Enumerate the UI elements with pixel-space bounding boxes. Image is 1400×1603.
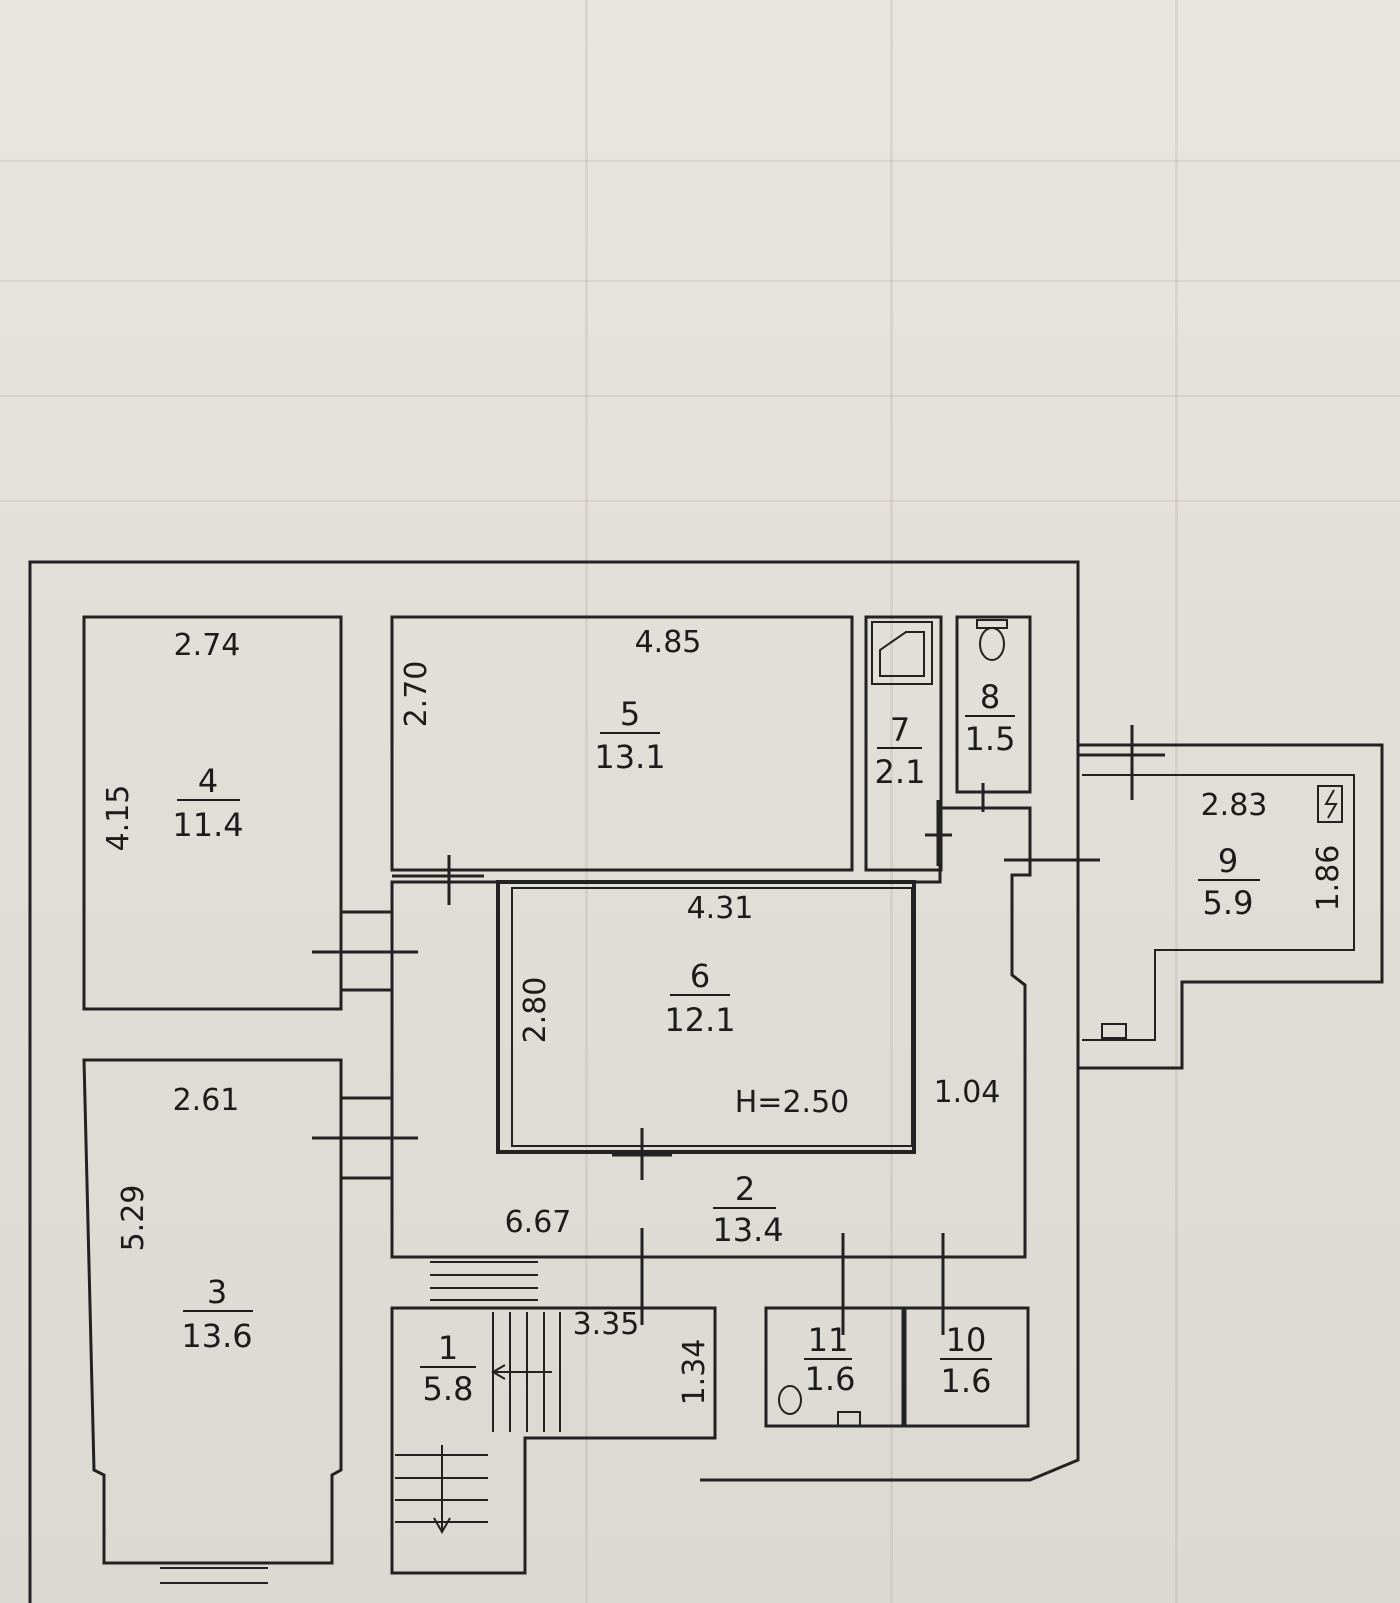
annex-inner-wall — [1082, 774, 1355, 1041]
room-10-outline — [903, 1306, 1030, 1428]
electric-panel — [1317, 785, 1343, 823]
room-3-width-dim: 2.61 — [173, 1083, 240, 1118]
form-grid-line — [1175, 0, 1178, 1603]
room-11-outline — [764, 1306, 905, 1428]
room-5-area: 13.1 — [594, 738, 665, 776]
room-9-width-dim: 2.83 — [1201, 788, 1268, 823]
room-5-outline — [390, 615, 854, 872]
form-grid-line — [0, 500, 1400, 502]
shower-basin — [879, 631, 925, 677]
room-4-area: 11.4 — [172, 806, 243, 844]
form-grid-line — [0, 280, 1400, 282]
room-9-area: 5.9 — [1203, 884, 1254, 922]
stove — [1101, 1023, 1127, 1039]
ceiling-height: H=2.50 — [735, 1085, 850, 1120]
room-4-length-dim: 4.15 — [101, 785, 136, 852]
form-grid-line — [585, 0, 588, 1603]
fixtures — [778, 619, 1343, 1427]
room-8-outline — [955, 615, 1032, 794]
room-10-number: 10 — [946, 1321, 987, 1359]
label-fraction-bars — [177, 715, 1260, 1368]
stair-width-dim: 3.35 — [573, 1307, 640, 1342]
stair-length-dim: 1.34 — [677, 1339, 712, 1406]
toilet-tank — [976, 619, 1008, 629]
room-3-outline — [82, 1058, 343, 1565]
corridor-width-dim: 1.04 — [934, 1075, 1001, 1110]
corridor-2-outline — [390, 806, 1032, 1259]
room-4-width-dim: 2.74 — [174, 628, 241, 663]
sink-11 — [837, 1411, 861, 1427]
room-6-area: 12.1 — [664, 1001, 735, 1039]
room-9-number: 9 — [1218, 842, 1238, 880]
room-5-number: 5 — [620, 695, 640, 733]
form-grid-line — [890, 0, 893, 1603]
room-5-length-dim: 2.70 — [399, 661, 434, 728]
room-2-number: 2 — [735, 1170, 755, 1208]
room-8-number: 8 — [980, 678, 1000, 716]
room-7-area: 2.1 — [875, 753, 926, 791]
corridor-length-dim: 6.67 — [505, 1205, 572, 1240]
room-4-number: 4 — [198, 762, 218, 800]
room-6-inner-line — [511, 887, 913, 1147]
room-1-area: 5.8 — [423, 1370, 474, 1408]
room-3-length-dim: 5.29 — [116, 1185, 151, 1252]
annex-outer-wall — [1078, 743, 1384, 1070]
room-5-width-dim: 4.85 — [635, 625, 702, 660]
toilet-bowl — [979, 627, 1005, 661]
room-9-length-dim: 1.86 — [1311, 845, 1346, 912]
room-10-area: 1.6 — [941, 1362, 992, 1400]
room-6-width-dim: 4.31 — [687, 891, 754, 926]
room-11-area: 1.6 — [805, 1360, 856, 1398]
stairs — [160, 1261, 561, 1584]
room-1-number: 1 — [438, 1329, 458, 1367]
room-1-outline — [390, 1306, 717, 1575]
room-3-area: 13.6 — [181, 1317, 252, 1355]
room-3-number: 3 — [207, 1273, 227, 1311]
lightning-icon — [1324, 789, 1338, 819]
form-grid-line — [0, 160, 1400, 162]
room-7-outline — [864, 615, 943, 872]
room-2-area: 13.4 — [712, 1211, 783, 1249]
room-6-number: 6 — [690, 957, 710, 995]
shower-tray — [871, 621, 933, 685]
toilet-bowl-11 — [778, 1385, 802, 1415]
room-6-length-dim: 2.80 — [518, 977, 553, 1044]
outer-wall — [28, 560, 1080, 1603]
form-grid-line — [0, 395, 1400, 397]
door-markers — [312, 725, 1165, 1335]
room-7-number: 7 — [890, 711, 910, 749]
room-4-outline — [82, 615, 343, 1011]
room-11-number: 11 — [808, 1321, 849, 1359]
room-8-area: 1.5 — [965, 720, 1016, 758]
